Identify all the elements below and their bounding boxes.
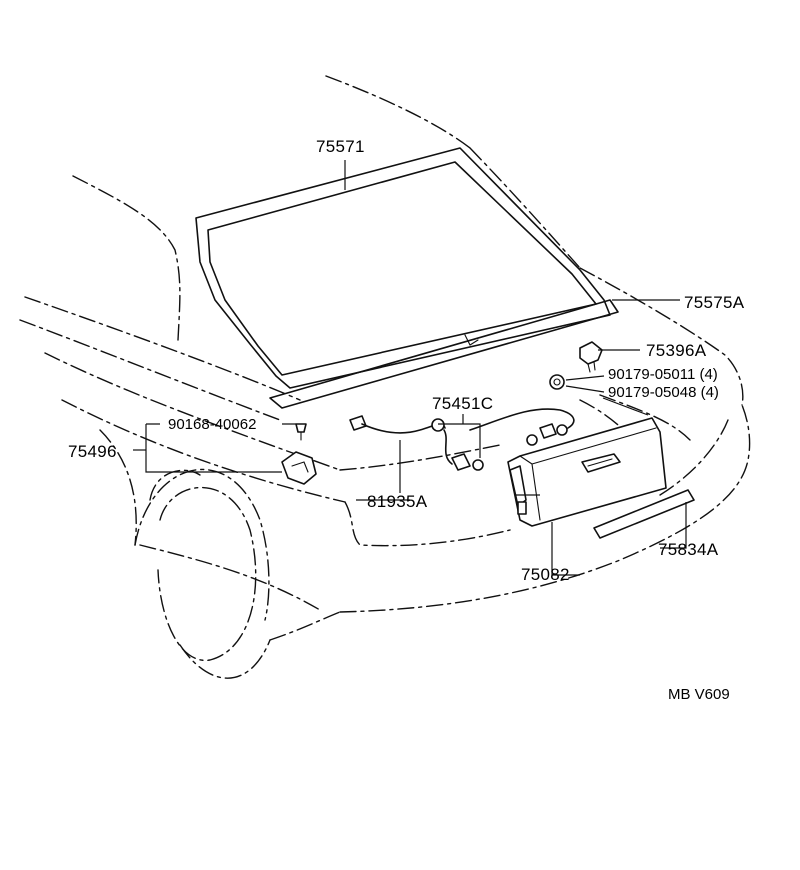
wire-harness: [349, 408, 575, 471]
nut-90179: [549, 374, 565, 390]
screw-90168: [295, 423, 307, 441]
label-90179-05011: 90179-05011 (4): [608, 366, 718, 383]
label-75451c: 75451C: [432, 394, 493, 413]
label-75575a: 75575A: [684, 293, 745, 312]
label-90168-40062: 90168-40062: [168, 416, 256, 433]
label-90179-05048: 90179-05048 (4): [608, 384, 719, 401]
clip-75396a: [579, 341, 603, 373]
lower-garnish-75834a: [593, 489, 695, 539]
diagram-code: MB V609: [668, 686, 730, 703]
label-75571: 75571: [316, 137, 365, 156]
bracket-75496: [281, 451, 317, 485]
label-81935a: 81935A: [367, 492, 428, 511]
label-75496: 75496: [68, 442, 117, 461]
trunk-trim-strip: [269, 299, 619, 409]
label-75396a: 75396A: [646, 341, 707, 360]
label-75082: 75082: [521, 565, 570, 584]
label-75834a: 75834A: [658, 540, 719, 559]
rear-window-molding: [195, 147, 611, 389]
car-body-outline: [19, 75, 751, 679]
leader-lines: [133, 160, 687, 576]
license-garnish-75082: [507, 417, 667, 527]
